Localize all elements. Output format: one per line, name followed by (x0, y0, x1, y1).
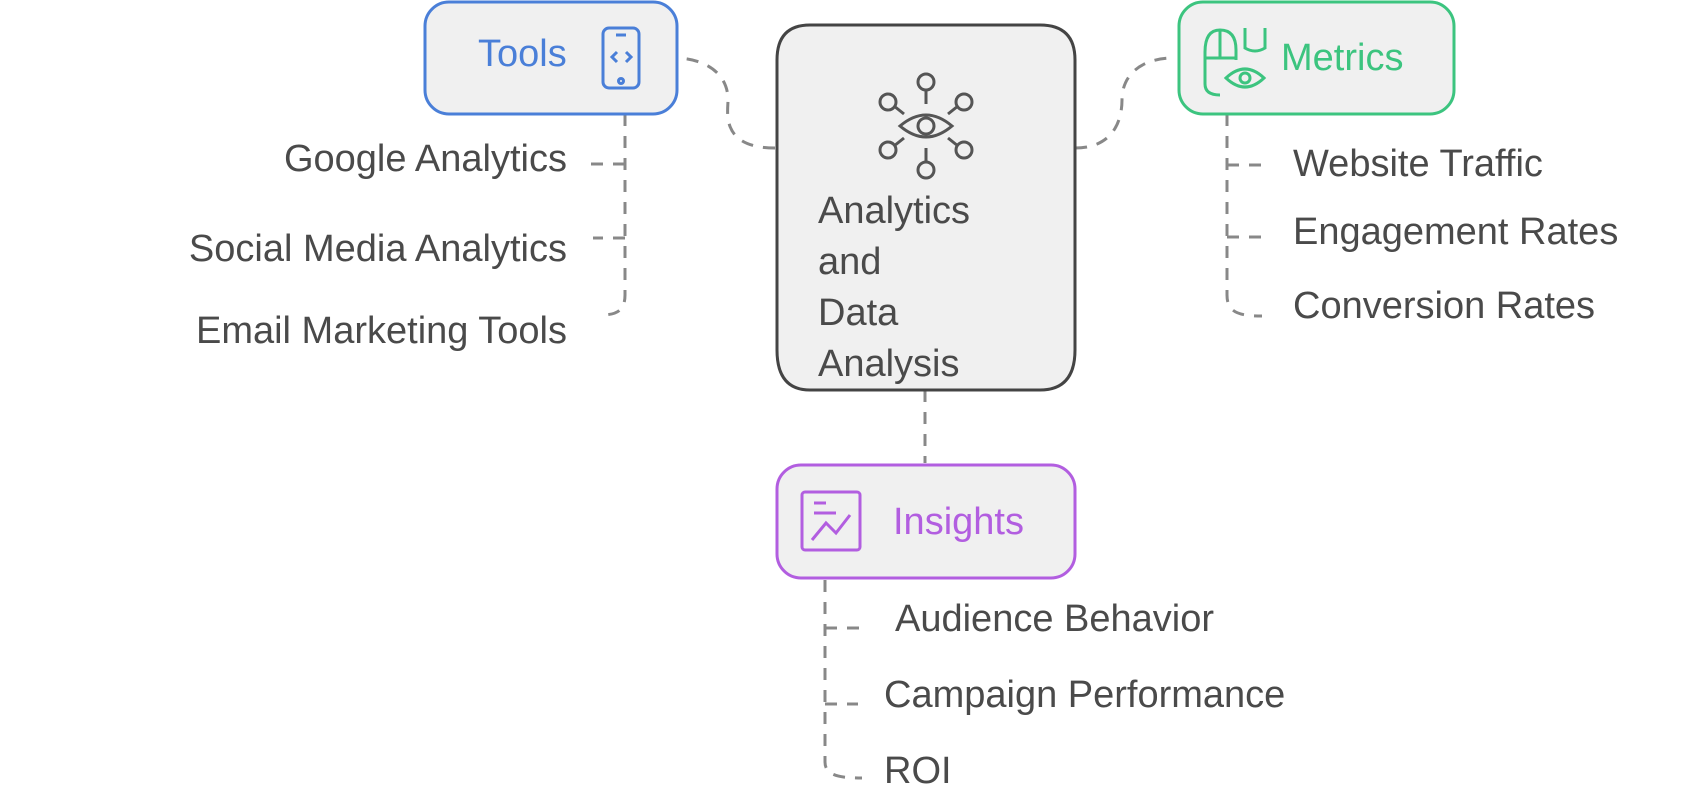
insights-sub-connectors (823, 580, 868, 780)
tools-item-google-analytics: Google Analytics (283, 138, 567, 180)
tools-item-social-media-analytics: Social Media Analytics (188, 228, 567, 270)
insights-title: Insights (893, 501, 1024, 543)
metrics-item-engagement-rates: Engagement Rates (1293, 211, 1619, 253)
tools-sub-connectors (588, 114, 627, 317)
insights-item-audience-behavior: Audience Behavior (895, 598, 1214, 640)
connector-center-metrics (1074, 56, 1174, 150)
connector-insights-trunk (823, 580, 863, 780)
metrics-sub-connectors (1225, 114, 1265, 318)
center-title: Analytics and Data Analysis (818, 190, 971, 385)
mobile-code-icon (601, 26, 641, 90)
chart-trend-icon (800, 490, 862, 552)
center-node (775, 23, 1077, 392)
metrics-item-conversion-rates: Conversion Rates (1293, 285, 1596, 327)
insights-item-roi: ROI (884, 750, 952, 792)
eye-network-icon (878, 72, 974, 180)
metrics-item-website-traffic: Website Traffic (1293, 143, 1543, 185)
tools-node (423, 0, 679, 116)
connector-center-tools (674, 56, 776, 150)
metrics-title: Metrics (1281, 37, 1404, 79)
insights-node (775, 463, 1077, 580)
connector-metrics-trunk (1225, 114, 1263, 318)
tools-title: Tools (478, 33, 567, 75)
tools-item-email-marketing-tools: Email Marketing Tools (195, 310, 567, 352)
mouse-eye-icon (1203, 28, 1267, 97)
insights-item-campaign-performance: Campaign Performance (884, 674, 1286, 716)
metrics-node (1177, 0, 1456, 116)
connectors (674, 56, 1174, 463)
connector-tools-trunk (599, 114, 627, 317)
